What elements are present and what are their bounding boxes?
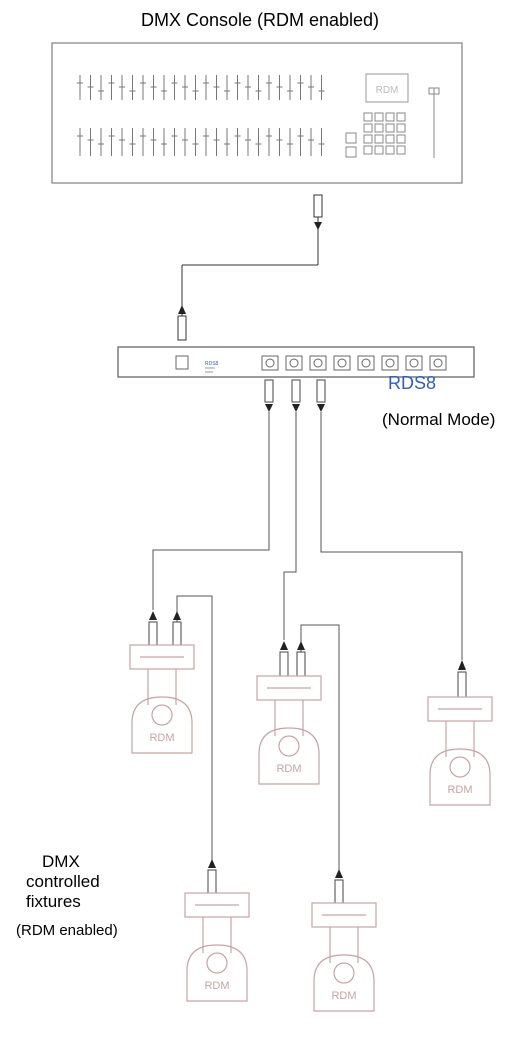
fixture-head	[258, 727, 320, 785]
splitter-brand-text: RDS8	[205, 361, 219, 367]
fixture-plugs	[148, 621, 467, 905]
keypad-key	[374, 123, 384, 133]
keypad-key	[385, 123, 395, 133]
splitter-port	[405, 355, 423, 371]
splitter-output-plugs	[264, 379, 326, 403]
splitter-port-socket	[361, 358, 371, 368]
arrow-icon	[292, 404, 300, 412]
splitter-port-socket	[313, 358, 323, 368]
fixture-lens	[206, 952, 228, 974]
keypad-key	[396, 134, 406, 144]
moving-head-fixture: RDM	[129, 644, 195, 754]
console-master-knob	[428, 87, 440, 95]
keypad-key	[396, 145, 406, 155]
dmx-console: RDM	[51, 42, 463, 184]
splitter-port	[285, 355, 303, 371]
fixture-lens	[449, 756, 471, 778]
fixture-lens	[278, 735, 300, 757]
console-title: DMX Console (RDM enabled)	[140, 10, 380, 30]
fixture-head	[429, 748, 491, 806]
splitter-input-port	[175, 355, 189, 370]
splitter-port	[309, 355, 327, 371]
console-rdm-text: RDM	[376, 85, 399, 96]
splitter-port	[381, 355, 399, 371]
arrow-icon	[178, 305, 186, 314]
arrow-icon	[280, 641, 288, 650]
splitter-port-socket	[337, 358, 347, 368]
keypad-key	[374, 145, 384, 155]
keypad-key	[385, 145, 395, 155]
moving-head-fixture: RDM	[311, 902, 377, 1012]
fixture-head	[131, 696, 193, 754]
splitter-port	[357, 355, 375, 371]
keypad-key	[385, 134, 395, 144]
fixture-head	[313, 954, 375, 1012]
splitter-port-socket	[265, 358, 275, 368]
moving-head-fixture: RDM	[184, 892, 250, 1002]
fixture-lens	[333, 962, 355, 984]
moving-head-fixture: RDM	[427, 696, 493, 806]
keypad-key	[363, 134, 373, 144]
splitter-port	[261, 355, 279, 371]
arrow-icon	[297, 641, 305, 650]
arrow-icon	[149, 611, 157, 620]
rdm-fixtures: RDM RDM RDM RDM RDM	[129, 644, 493, 1012]
fixture-head	[186, 944, 248, 1002]
arrow-icon	[458, 660, 466, 670]
splitter-port	[429, 355, 447, 371]
fixtures-label-line1: DMX	[42, 852, 80, 871]
fixture-rdm-badge: RDM	[447, 784, 472, 796]
splitter-port	[333, 355, 351, 371]
arrow-icon	[314, 222, 322, 230]
arrow-icon	[317, 404, 325, 412]
fixture-lens	[151, 704, 173, 726]
keypad-key	[396, 123, 406, 133]
fixture-rdm-badge: RDM	[276, 763, 301, 775]
splitter-port-socket	[289, 358, 299, 368]
fixture-rdm-badge: RDM	[149, 732, 174, 744]
fixtures-label-line4: (RDM enabled)	[16, 922, 118, 939]
console-keypad	[363, 112, 406, 155]
arrow-icon	[265, 404, 273, 412]
console-fader-banks	[77, 75, 325, 156]
keypad-key	[363, 145, 373, 155]
splitter-output-ports	[261, 355, 447, 371]
keypad-key	[385, 112, 395, 122]
fixture-rdm-badge: RDM	[331, 990, 356, 1002]
fixtures-label-line2: controlled	[26, 872, 100, 891]
splitter-mode: (Normal Mode)	[382, 410, 496, 429]
arrow-icon	[173, 611, 181, 620]
splitter-port-socket	[409, 358, 419, 368]
keypad-key	[363, 112, 373, 122]
splitter-port-socket	[385, 358, 395, 368]
fixtures-label-line3: fixtures	[26, 892, 81, 911]
fixture-arrows	[149, 611, 466, 878]
keypad-key	[374, 134, 384, 144]
fixture-rdm-badge: RDM	[204, 980, 229, 992]
console-small-button	[345, 132, 357, 144]
splitter-port-socket	[433, 358, 443, 368]
rds8-splitter: RDS8	[117, 346, 475, 378]
arrow-icon	[335, 869, 343, 878]
console-small-button	[345, 146, 357, 158]
keypad-key	[374, 112, 384, 122]
moving-head-fixture: RDM	[256, 675, 322, 785]
fixture-cables	[152, 412, 463, 870]
arrow-icon	[208, 859, 216, 868]
keypad-key	[363, 123, 373, 133]
console-rdm-panel	[365, 73, 409, 103]
keypad-key	[396, 112, 406, 122]
splitter-name: RDS8	[388, 373, 437, 393]
console-splitter-cable	[177, 194, 323, 341]
